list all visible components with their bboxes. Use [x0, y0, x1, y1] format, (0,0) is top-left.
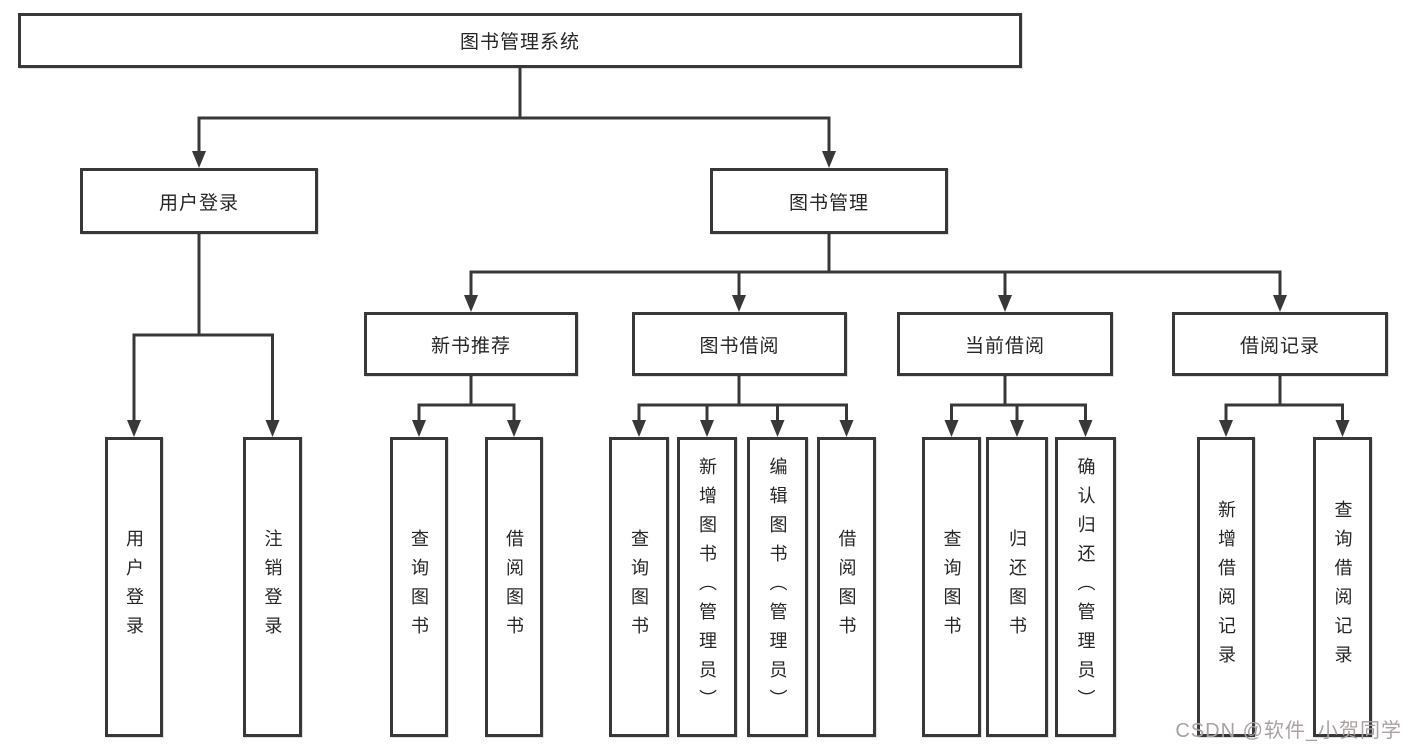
node-label: 查询图书: [941, 529, 962, 645]
node-label: 用户登录: [124, 529, 144, 645]
node-label: 图书管理: [788, 192, 869, 214]
node-leaf-user-login: 用户登录: [105, 437, 163, 737]
node-leaf-add-books-admin: 新增图书（管理员）: [677, 437, 737, 737]
node-book-borrowing: 图书借阅: [632, 312, 847, 376]
node-book-management: 图书管理: [710, 168, 948, 234]
node-leaf-query-books-recommend: 查询图书: [390, 437, 448, 737]
node-leaf-return-books: 归还图书: [986, 437, 1048, 737]
node-label: 借阅图书: [836, 529, 857, 645]
node-leaf-confirm-return-admin: 确认归还（管理员）: [1055, 437, 1116, 737]
node-label: 图书管理系统: [459, 32, 580, 53]
node-root-library-system: 图书管理系统: [18, 13, 1022, 68]
node-label: 查询图书: [409, 529, 429, 645]
node-label: 借阅记录: [1239, 335, 1320, 357]
node-leaf-edit-books-admin: 编辑图书（管理员）: [747, 437, 808, 737]
node-label: 查询图书: [629, 529, 649, 645]
node-user-login: 用户登录: [80, 168, 318, 234]
node-label: 用户登录: [158, 192, 239, 214]
node-current-borrowing: 当前借阅: [897, 312, 1113, 376]
node-label: 借阅图书: [504, 529, 524, 645]
arrowhead-icons: [127, 151, 1350, 437]
node-label: 新增借阅记录: [1216, 500, 1236, 674]
node-leaf-query-books-current: 查询图书: [922, 437, 981, 737]
node-label: 归还图书: [1007, 529, 1027, 645]
node-label: 当前借阅: [964, 335, 1045, 357]
node-borrowing-records: 借阅记录: [1172, 312, 1388, 376]
node-leaf-borrow-books: 借阅图书: [817, 437, 876, 737]
node-label: 确认归还（管理员）: [1075, 456, 1096, 718]
node-label: 注销登录: [262, 529, 283, 645]
node-label: 新书推荐: [430, 335, 511, 357]
node-leaf-query-borrow-record: 查询借阅记录: [1313, 437, 1372, 737]
node-leaf-add-borrow-record: 新增借阅记录: [1197, 437, 1255, 737]
csdn-watermark: CSDN @软件_小贺同学: [1175, 720, 1402, 742]
node-new-book-recommend: 新书推荐: [364, 312, 578, 376]
node-label: 查询借阅记录: [1332, 500, 1353, 674]
node-leaf-borrow-books-recommend: 借阅图书: [485, 437, 543, 737]
node-label: 图书借阅: [699, 335, 780, 357]
node-label: 编辑图书（管理员）: [767, 456, 788, 718]
node-label: 新增图书（管理员）: [697, 456, 717, 718]
node-leaf-query-books-borrowing: 查询图书: [609, 437, 669, 737]
node-leaf-logout: 注销登录: [243, 437, 302, 737]
